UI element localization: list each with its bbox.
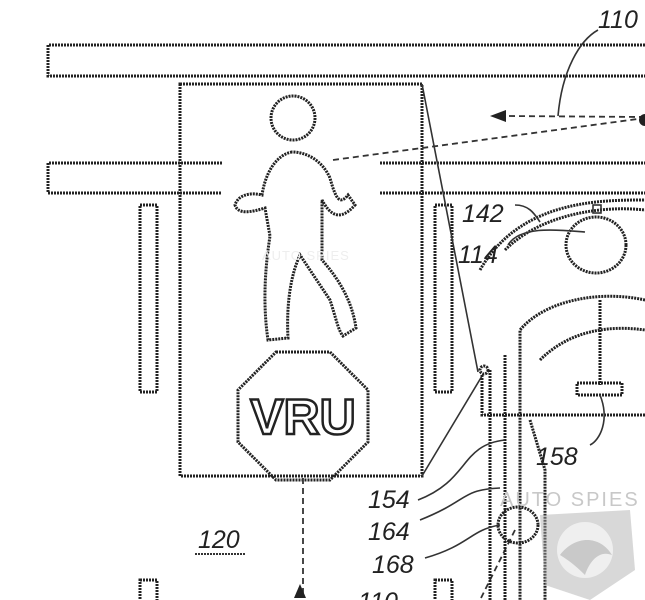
watermark-text: AUTO SPIES <box>500 489 640 511</box>
left-post <box>138 203 159 394</box>
bottom-left-post <box>138 578 159 600</box>
watermark-faint: AUTO SPIES <box>262 248 350 263</box>
projection-lines <box>421 83 483 477</box>
label-168: 168 <box>372 551 414 579</box>
road-lanes <box>46 43 645 195</box>
label-110: 110 <box>598 6 638 34</box>
arrowhead-icon <box>490 110 506 122</box>
label-110-bottom: 110 <box>358 588 398 600</box>
motion-arrow <box>504 115 645 118</box>
sight-line <box>332 117 645 161</box>
leader-lines <box>417 29 605 559</box>
up-arrow-icon <box>294 584 306 598</box>
sensor-168 <box>496 505 540 545</box>
vehicle-outline <box>478 114 645 600</box>
vru-octagon: VRU <box>236 350 370 482</box>
label-154: 154 <box>368 486 410 514</box>
vru-text: VRU <box>250 389 356 445</box>
sensor-line <box>479 529 516 600</box>
bottom-right-post <box>433 578 454 600</box>
vru-sign-box <box>178 82 424 478</box>
right-post <box>433 203 454 394</box>
label-120: 120 <box>198 526 240 554</box>
label-114: 114 <box>458 241 498 269</box>
label-142: 142 <box>462 200 504 228</box>
label-158: 158 <box>536 443 578 471</box>
driver-circle <box>564 215 628 275</box>
label-164: 164 <box>368 518 410 546</box>
watermark-logo-icon <box>540 510 635 600</box>
component-158 <box>575 381 624 397</box>
pedestrian-icon <box>233 94 358 342</box>
